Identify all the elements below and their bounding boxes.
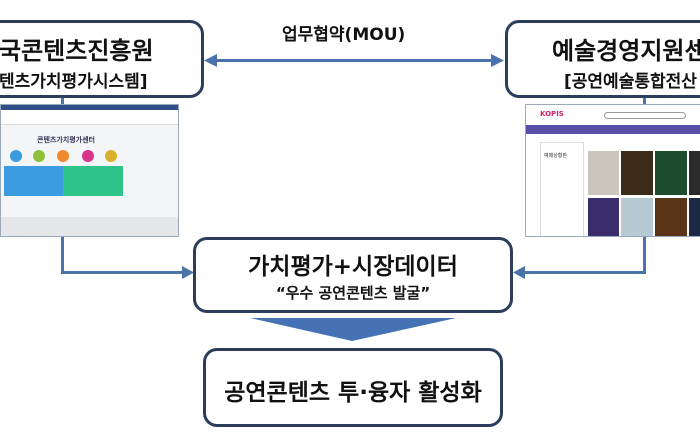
poster: [621, 198, 653, 236]
left-connector-top: [61, 96, 64, 105]
arrow-left-icon: [204, 54, 217, 67]
evaluation-box: 가치평가+시장데이터 “우수 공연콘텐츠 발굴”: [193, 237, 513, 313]
circle-icon: [57, 150, 69, 162]
left-connector-across: [61, 271, 185, 274]
result-box: 공연콘텐츠 투·융자 활성화: [203, 348, 503, 427]
right-connector-down: [643, 236, 646, 274]
evaluation-subtitle: “우수 공연콘텐츠 발굴”: [275, 284, 431, 302]
poster: [655, 151, 687, 195]
right-connector-top: [643, 96, 646, 105]
right-org-box: 예술경영지원센 [공연예술통합전산: [505, 20, 700, 98]
poster: [689, 198, 700, 236]
search-input: [604, 112, 686, 119]
poster: [655, 198, 687, 236]
right-org-name: 예술경영지원센: [552, 37, 700, 65]
left-site-title: 콘텐츠가치평가센터: [37, 136, 95, 144]
kopis-logo: KOPIS: [540, 110, 564, 118]
circle-icon: [82, 150, 94, 162]
evaluation-title: 가치평가+시장데이터: [248, 254, 458, 280]
circle-icon: [33, 150, 45, 162]
left-website-screenshot: 콘텐츠가치평가센터: [0, 104, 179, 237]
poster: [621, 151, 653, 195]
blue-panel: [4, 166, 63, 196]
mou-arrow-line: [214, 59, 494, 62]
circle-icon: [105, 150, 117, 162]
circle-icon: [10, 150, 22, 162]
left-connector-down: [61, 236, 64, 274]
green-panel: [63, 166, 123, 196]
poster: [588, 151, 619, 195]
arrow-left-icon: [513, 266, 525, 279]
right-connector-across: [522, 271, 646, 274]
arrow-right-icon: [182, 266, 194, 279]
left-org-box: 국콘텐츠진흥원 텐츠가치평가시스템]: [0, 20, 204, 98]
right-website-screenshot: KOPIS 예매상황판: [525, 104, 700, 237]
mou-label: 업무협약(MOU): [282, 25, 406, 45]
result-title: 공연콘텐츠 투·융자 활성화: [224, 380, 482, 406]
right-org-system: [공연예술통합전산: [564, 72, 697, 92]
down-arrow-icon: [250, 318, 456, 341]
nav-bar: [526, 125, 700, 134]
poster: [689, 151, 700, 195]
poster: [588, 198, 619, 236]
left-org-name: 국콘텐츠진흥원: [0, 37, 154, 65]
left-org-system: 텐츠가치평가시스템]: [0, 72, 148, 92]
sidebar-title: 예매상황판: [544, 153, 568, 159]
arrow-right-icon: [491, 54, 504, 67]
